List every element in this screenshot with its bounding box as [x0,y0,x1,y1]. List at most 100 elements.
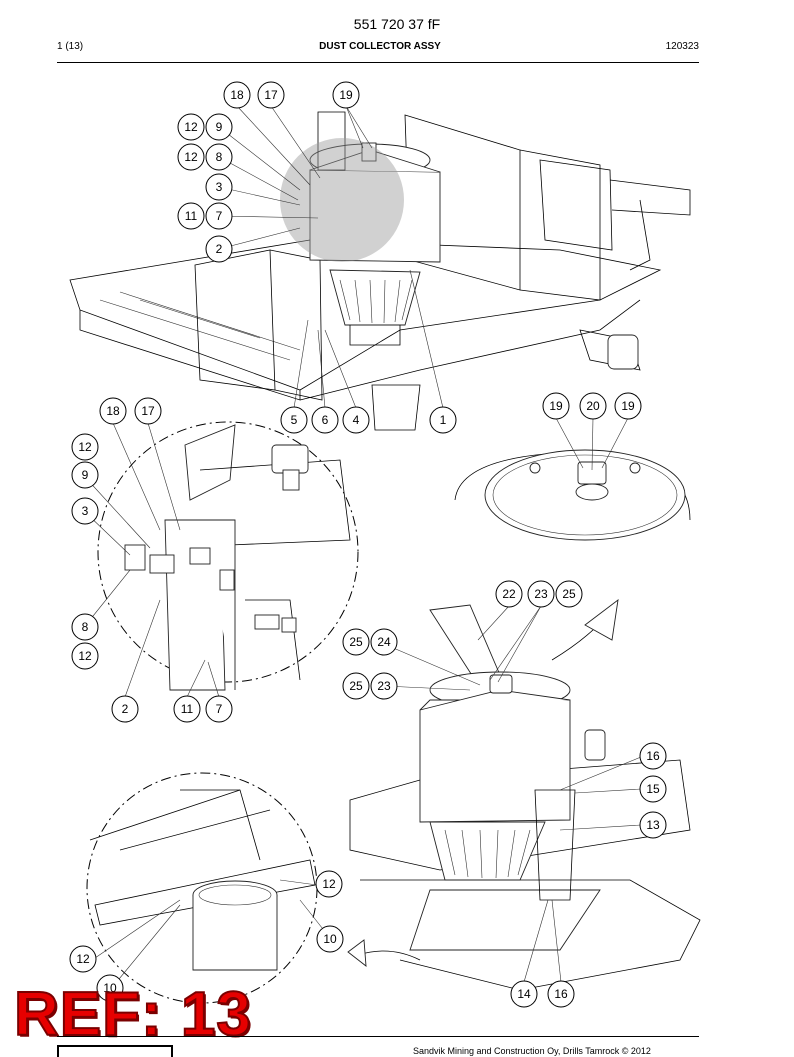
callout-12: 12 [315,870,343,898]
callout-19: 19 [614,392,642,420]
callout-10: 10 [316,925,344,953]
svg-text:3: 3 [82,504,89,518]
document-title: DUST COLLECTOR ASSY [319,41,441,52]
callout-12: 12 [71,642,99,670]
svg-text:17: 17 [264,88,278,102]
detail-view-bottom [86,772,318,1004]
detail-view-top-cap [454,449,691,541]
callout-16: 16 [547,980,575,1008]
detail-highlight-circle [280,138,404,262]
callout-18: 18 [99,397,127,425]
svg-text:19: 19 [621,399,635,413]
svg-text:16: 16 [554,987,568,1001]
callout-11: 11 [173,695,201,723]
callout-23: 23 [370,672,398,700]
callout-16: 16 [639,742,667,770]
page-indicator: 1 (13) [57,41,84,52]
svg-text:10: 10 [103,981,117,995]
callout-14: 14 [510,980,538,1008]
header-rule [57,62,699,63]
svg-text:9: 9 [82,468,89,482]
svg-text:2: 2 [122,702,129,716]
svg-text:23: 23 [377,679,391,693]
svg-text:23: 23 [534,587,548,601]
svg-text:4: 4 [353,413,360,427]
svg-text:12: 12 [76,952,90,966]
svg-text:3: 3 [216,180,223,194]
callout-9: 9 [71,461,99,489]
svg-text:12: 12 [78,440,92,454]
callout-6: 6 [311,406,339,434]
svg-text:5: 5 [291,413,298,427]
svg-text:10: 10 [323,932,337,946]
callout-1: 1 [429,406,457,434]
svg-text:19: 19 [339,88,353,102]
callout-19: 19 [542,392,570,420]
svg-text:25: 25 [349,679,363,693]
leader-lines [84,105,642,991]
svg-text:2: 2 [216,242,223,256]
callout-4: 4 [342,406,370,434]
callout-12: 12 [71,433,99,461]
svg-text:17: 17 [141,404,155,418]
svg-text:11: 11 [181,702,194,716]
svg-text:24: 24 [377,635,391,649]
callout-7: 7 [205,202,233,230]
callout-25: 25 [555,580,583,608]
svg-text:9: 9 [216,120,223,134]
callout-17: 17 [134,397,162,425]
svg-text:12: 12 [322,877,336,891]
svg-text:19: 19 [549,399,563,413]
svg-text:12: 12 [184,120,198,134]
callout-8: 8 [71,613,99,641]
callout-23: 23 [527,580,555,608]
svg-text:18: 18 [230,88,244,102]
callout-2: 2 [205,235,233,263]
svg-text:8: 8 [82,620,89,634]
svg-text:12: 12 [78,649,92,663]
callout-12: 12 [69,945,97,973]
callout-3: 3 [71,497,99,525]
svg-text:20: 20 [586,399,600,413]
svg-text:18: 18 [106,404,120,418]
callout-19: 19 [332,81,360,109]
svg-text:8: 8 [216,150,223,164]
callout-25: 25 [342,628,370,656]
callout-17: 17 [257,81,285,109]
svg-text:25: 25 [349,635,363,649]
callout-8: 8 [205,143,233,171]
callout-15: 15 [639,775,667,803]
callout-3: 3 [205,173,233,201]
main-assembly-view [69,111,691,431]
svg-text:14: 14 [517,987,531,1001]
document-number: 551 720 37 fF [353,16,441,32]
svg-text:1: 1 [440,413,447,427]
svg-text:7: 7 [216,209,223,223]
detail-view-valves [97,421,359,691]
callout-24: 24 [370,628,398,656]
callout-7: 7 [205,695,233,723]
svg-text:7: 7 [216,702,223,716]
document-date: 120323 [665,41,699,52]
footer-rule [57,1036,699,1037]
callout-12: 12 [177,113,205,141]
callout-group: 18 17 19 12 9 12 8 3 11 7 2 5 6 4 1 18 1… [69,81,667,1008]
svg-text:6: 6 [322,413,329,427]
callout-18: 18 [223,81,251,109]
callout-20: 20 [579,392,607,420]
svg-text:22: 22 [502,587,516,601]
company-logo [57,1045,173,1057]
svg-text:16: 16 [646,749,660,763]
reference-stamp: REF: 13 [13,980,252,1049]
callout-22: 22 [495,580,523,608]
svg-text:25: 25 [562,587,576,601]
callout-12: 12 [177,143,205,171]
svg-text:11: 11 [185,209,198,223]
svg-text:15: 15 [646,782,660,796]
copyright-text: Sandvik Mining and Construction Oy, Dril… [413,1046,651,1056]
svg-text:13: 13 [646,818,660,832]
callout-9: 9 [205,113,233,141]
callout-2: 2 [111,695,139,723]
callout-13: 13 [639,811,667,839]
